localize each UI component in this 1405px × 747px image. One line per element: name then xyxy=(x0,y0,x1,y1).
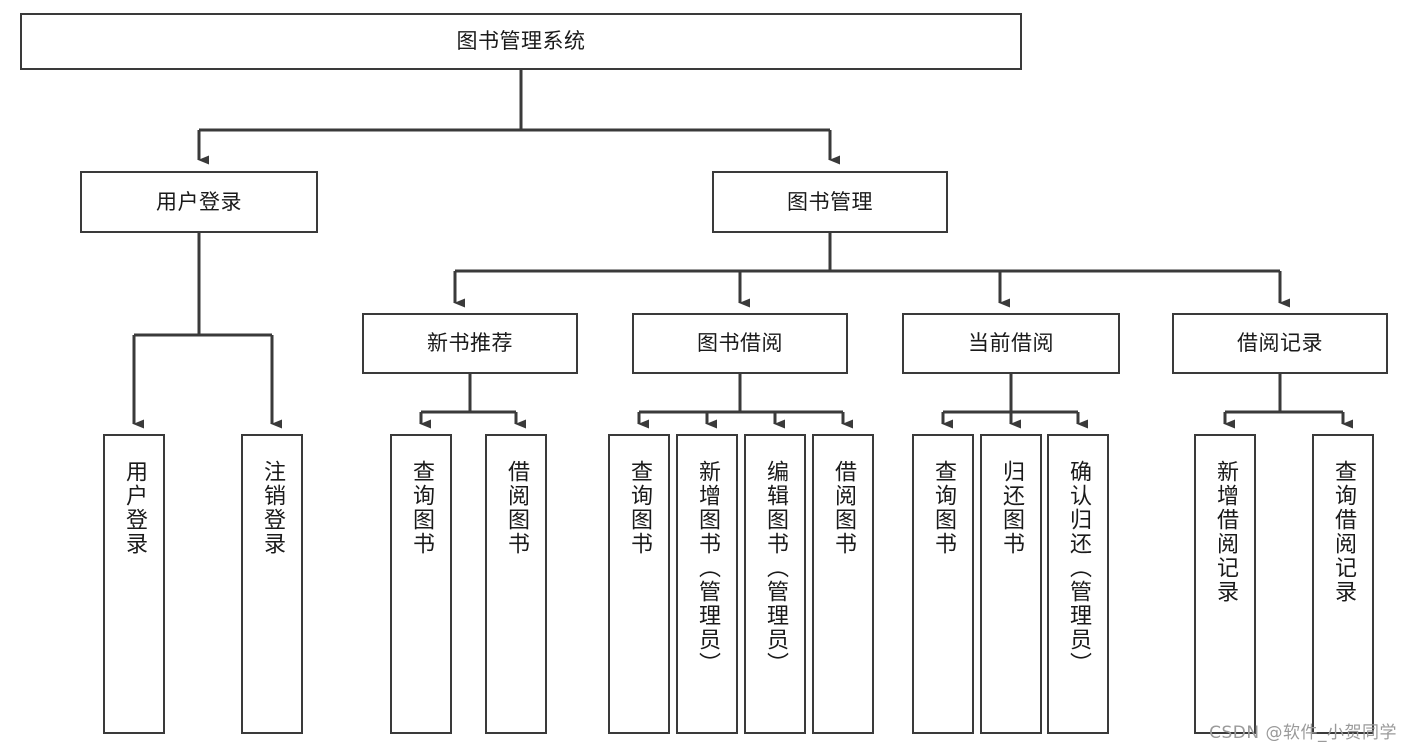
leaf-borrow-borrow-book-label: 借阅图书 xyxy=(831,460,856,556)
node-root[interactable]: 图书管理系统 xyxy=(20,13,1022,70)
leaf-borrow-query-book-label: 查询图书 xyxy=(627,460,652,556)
node-current-borrow-label: 当前借阅 xyxy=(968,331,1054,356)
node-book-borrow-label: 图书借阅 xyxy=(697,331,783,356)
leaf-borrow-edit-book[interactable]: 编辑图书（管理员） xyxy=(744,434,806,734)
node-borrow-record-label: 借阅记录 xyxy=(1237,331,1323,356)
leaf-record-query[interactable]: 查询借阅记录 xyxy=(1312,434,1374,734)
leaf-user-login-signout-label: 注销登录 xyxy=(260,460,285,556)
leaf-user-login-signin-label: 用户登录 xyxy=(122,460,147,556)
node-current-borrow[interactable]: 当前借阅 xyxy=(902,313,1120,374)
node-user-login-label: 用户登录 xyxy=(156,189,242,214)
leaf-current-query-book-label: 查询图书 xyxy=(931,460,956,556)
leaf-new-book-query-label: 查询图书 xyxy=(409,460,434,556)
leaf-new-book-query[interactable]: 查询图书 xyxy=(390,434,452,734)
node-new-book-recommend-label: 新书推荐 xyxy=(427,331,513,356)
leaf-current-return-book-label: 归还图书 xyxy=(999,460,1024,556)
leaf-current-return-book[interactable]: 归还图书 xyxy=(980,434,1042,734)
node-book-management[interactable]: 图书管理 xyxy=(712,171,948,233)
leaf-borrow-add-book-label: 新增图书（管理员） xyxy=(695,460,720,676)
leaf-current-query-book[interactable]: 查询图书 xyxy=(912,434,974,734)
leaf-record-query-label: 查询借阅记录 xyxy=(1331,460,1356,604)
leaf-current-confirm-return-label: 确认归还（管理员） xyxy=(1066,460,1091,676)
leaf-record-add[interactable]: 新增借阅记录 xyxy=(1194,434,1256,734)
leaf-borrow-borrow-book[interactable]: 借阅图书 xyxy=(812,434,874,734)
node-root-label: 图书管理系统 xyxy=(456,29,586,54)
watermark: CSDN @软件_小贺同学 xyxy=(1209,723,1397,743)
node-user-login[interactable]: 用户登录 xyxy=(80,171,318,233)
node-book-borrow[interactable]: 图书借阅 xyxy=(632,313,848,374)
leaf-new-book-borrow[interactable]: 借阅图书 xyxy=(485,434,547,734)
leaf-new-book-borrow-label: 借阅图书 xyxy=(504,460,529,556)
leaf-user-login-signout[interactable]: 注销登录 xyxy=(241,434,303,734)
leaf-borrow-add-book[interactable]: 新增图书（管理员） xyxy=(676,434,738,734)
node-new-book-recommend[interactable]: 新书推荐 xyxy=(362,313,578,374)
leaf-current-confirm-return[interactable]: 确认归还（管理员） xyxy=(1047,434,1109,734)
leaf-user-login-signin[interactable]: 用户登录 xyxy=(103,434,165,734)
node-book-management-label: 图书管理 xyxy=(787,189,873,214)
leaf-borrow-query-book[interactable]: 查询图书 xyxy=(608,434,670,734)
leaf-record-add-label: 新增借阅记录 xyxy=(1213,460,1238,604)
node-borrow-record[interactable]: 借阅记录 xyxy=(1172,313,1388,374)
leaf-borrow-edit-book-label: 编辑图书（管理员） xyxy=(763,460,788,676)
